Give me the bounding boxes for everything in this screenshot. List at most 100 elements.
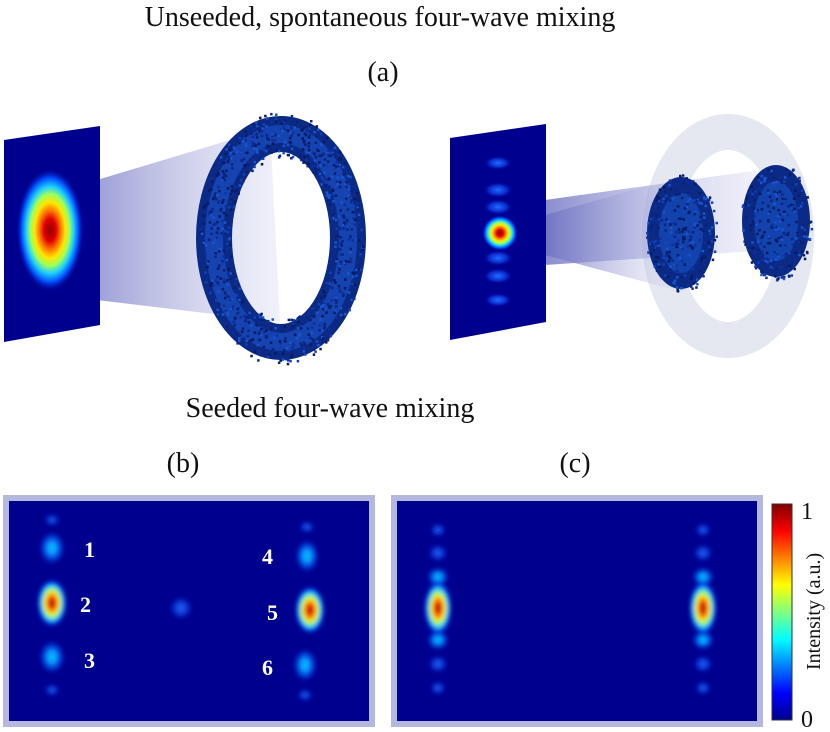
ring-speckle — [298, 347, 302, 350]
lobe-speckle — [649, 240, 652, 244]
ring-speckle — [226, 191, 229, 194]
ring-speckle — [338, 264, 341, 267]
ring-speckle — [244, 164, 247, 167]
lobe-speckle — [790, 172, 793, 175]
lobe-speckle — [696, 255, 699, 258]
ring-speckle — [338, 185, 342, 189]
ring-speckle — [347, 194, 350, 198]
lobe-speckle — [701, 250, 705, 253]
ring-speckle — [317, 128, 320, 132]
ring-speckle — [257, 359, 260, 362]
lobe-speckle — [788, 264, 792, 268]
ring-speckle — [334, 298, 338, 301]
ring-speckle — [213, 195, 216, 198]
ring-speckle — [255, 148, 258, 151]
ring-speckle — [286, 129, 290, 132]
ring-speckle — [280, 122, 284, 125]
ring-speckle — [200, 230, 203, 233]
spot-label-5: 5 — [267, 600, 278, 625]
ring-speckle — [258, 130, 261, 133]
ring-speckle — [271, 142, 275, 145]
ring-speckle — [229, 307, 232, 311]
ring-speckle — [235, 150, 239, 153]
lobe-speckle — [654, 239, 657, 243]
ring-speckle — [339, 253, 342, 256]
ring-speckle — [302, 313, 305, 317]
lobe-speckle — [753, 243, 757, 247]
ring-speckle — [222, 176, 225, 179]
lobe-speckle — [694, 222, 697, 225]
ring-speckle — [331, 188, 334, 191]
ring-speckle — [233, 292, 236, 296]
ring-speckle — [283, 325, 287, 328]
ring-speckle — [312, 310, 316, 314]
ring-speckle — [290, 355, 293, 358]
lobe-speckle — [701, 194, 704, 197]
lobe-speckle — [773, 190, 776, 193]
ring-speckle — [273, 331, 276, 334]
lobe-speckle — [778, 220, 781, 223]
ring-speckle — [326, 308, 329, 311]
lobe-speckle — [678, 256, 682, 260]
lobe-speckle — [677, 271, 680, 275]
ring-speckle — [233, 200, 237, 204]
lobe-speckle — [800, 241, 803, 244]
ring-speckle — [318, 328, 321, 332]
ring-speckle — [329, 332, 332, 336]
lobe-speckle — [664, 190, 667, 193]
ring-speckle — [347, 182, 351, 186]
ring-speckle — [208, 210, 212, 213]
lobe-speckle — [761, 271, 764, 274]
ring-speckle — [318, 161, 321, 164]
ring-speckle — [273, 139, 277, 142]
ring-speckle — [271, 347, 275, 351]
lobe-speckle — [767, 168, 770, 171]
lobe-speckle — [704, 223, 708, 227]
ring-speckle — [298, 315, 302, 318]
lobe-speckle — [756, 209, 759, 212]
ring-speckle — [332, 200, 335, 203]
ring-speckle — [327, 199, 330, 202]
ring-speckle — [297, 133, 300, 137]
ring-speckle — [322, 290, 325, 293]
lobe-speckle — [701, 255, 704, 259]
ring-speckle — [319, 163, 322, 167]
lobe-speckle — [690, 265, 693, 268]
ring-speckle — [343, 287, 347, 290]
lobe-speckle — [684, 270, 687, 273]
ring-speckle — [313, 159, 317, 162]
ring-speckle — [226, 217, 230, 220]
ring-speckle — [310, 331, 314, 334]
ring-speckle — [343, 174, 346, 177]
ring-speckle — [321, 336, 324, 339]
ring-speckle — [326, 303, 330, 306]
ring-speckle — [238, 184, 242, 187]
lobe-speckle — [678, 225, 682, 229]
ring-speckle — [221, 288, 225, 291]
lobe-speckle — [667, 259, 671, 263]
ring-speckle — [262, 148, 266, 151]
ring-speckle — [350, 199, 354, 202]
lobe-speckle — [785, 252, 788, 256]
ring-speckle — [240, 178, 243, 182]
ring-speckle — [280, 346, 283, 349]
ring-speckle — [277, 127, 281, 131]
lobe-speckle — [708, 229, 711, 233]
ring-speckle — [224, 152, 228, 156]
lobe-speckle — [784, 244, 787, 247]
ring-speckle — [209, 181, 213, 184]
lobe-speckle — [791, 216, 795, 219]
lobe-speckle — [669, 231, 673, 234]
lobe-speckle — [774, 192, 777, 196]
ring-speckle — [232, 272, 235, 275]
lobe-speckle — [771, 223, 774, 227]
ring-speckle — [357, 255, 361, 258]
lobe-speckle — [794, 189, 797, 193]
ring-speckle — [335, 227, 338, 230]
ring-speckle — [232, 320, 236, 323]
lobe-speckle — [793, 207, 796, 210]
lobe-speckle — [704, 197, 708, 201]
lobe-speckle — [806, 251, 809, 255]
ring-speckle — [307, 136, 311, 139]
ring-speckle — [318, 172, 322, 176]
